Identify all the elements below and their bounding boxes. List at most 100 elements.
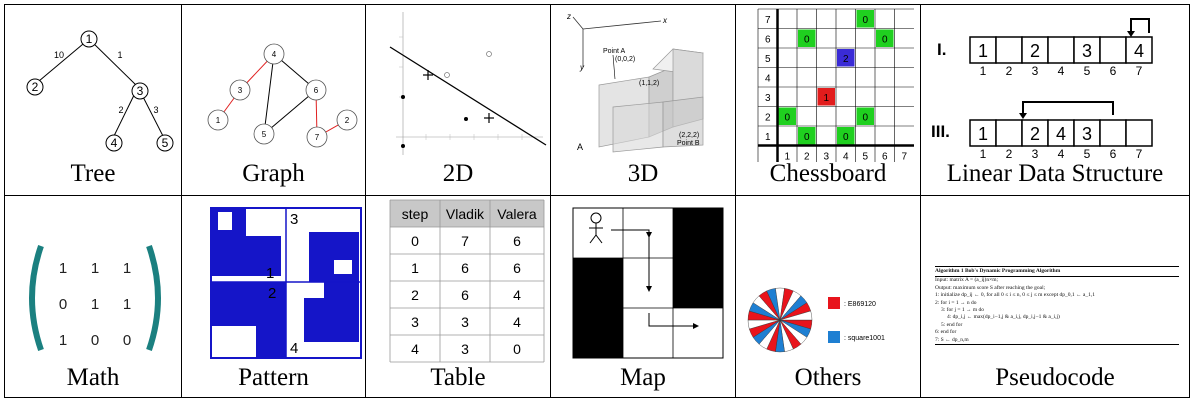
table-cell: 3 <box>461 314 469 330</box>
point-label: Point B <box>677 140 700 147</box>
array-cell <box>995 119 1023 147</box>
matrix-entry: 0 <box>59 296 67 313</box>
table-cell: 7 <box>461 233 469 249</box>
row-label: 4 <box>765 73 771 84</box>
table-cell: 6 <box>461 287 469 303</box>
array-value: 4 <box>1056 124 1066 144</box>
table-cell: 4 <box>411 341 419 357</box>
algorithm-line: 5: end for <box>941 321 963 328</box>
chess-cell-value: 0 <box>882 34 888 45</box>
row-label: 6 <box>765 34 771 45</box>
map-figure <box>572 207 724 359</box>
col-label: 3 <box>823 151 829 162</box>
table-cell: 0 <box>513 341 521 357</box>
matrix-entry: 1 <box>91 260 99 277</box>
table-header-bg <box>390 200 544 227</box>
point-label: (1,1,2) <box>639 80 659 87</box>
row-label: 3 <box>765 93 771 104</box>
matrix-entry: 0 <box>91 332 99 349</box>
legend-swatch <box>828 297 840 309</box>
algorithm-line: 4: dp_i,j ← max(dp_i−1,j & a_i,j, dp_i,j… <box>947 314 1060 321</box>
cell-math: 1 1 1 0 1 1 1 0 0 Math <box>4 195 182 398</box>
array-index: 7 <box>1136 64 1143 78</box>
chess-cell <box>837 49 855 67</box>
row-label: 5 <box>765 54 771 65</box>
algorithm-line: 3: for j = 1 → m do <box>941 307 984 314</box>
chess-cell <box>798 127 816 145</box>
tree-edge-label: 1 <box>117 50 122 60</box>
row-label: I. <box>937 40 946 59</box>
col-label: 5 <box>862 151 868 162</box>
table-cell: 1 <box>411 260 419 276</box>
caption: Chessboard <box>769 160 887 187</box>
caption: Graph <box>242 160 305 187</box>
array-value: 2 <box>1030 41 1040 61</box>
array-index: 2 <box>1006 147 1013 161</box>
chess-cell-value: 0 <box>862 15 868 26</box>
algorithm-line: Output: maximum score S after reaching t… <box>935 284 1046 291</box>
legend-label: : E869120 <box>844 301 876 308</box>
col-label: 1 <box>784 151 790 162</box>
array-value: 3 <box>1082 41 1092 61</box>
pattern-figure: 3 1 2 4 <box>210 207 362 359</box>
cell-pseudocode: Algorithm 1 Bob's Dynamic Programming Al… <box>920 195 1190 398</box>
pattern-label: 1 <box>266 265 274 282</box>
graph-figure: 4 3 6 1 5 7 2 <box>207 43 358 148</box>
point-label: (2,2,2) <box>679 132 699 139</box>
caption: Pseudocode <box>995 364 1115 391</box>
array-index: 5 <box>1084 147 1091 161</box>
caption: Math <box>66 364 120 391</box>
legend-label: : square1001 <box>844 335 885 342</box>
graph-node: 7 <box>315 133 320 142</box>
chess-cell-value: 0 <box>804 132 810 143</box>
array-value: 1 <box>978 124 988 144</box>
caption: Pattern <box>238 364 309 391</box>
caption: Table <box>430 364 486 391</box>
plot2d-figure <box>389 12 547 155</box>
axis-label: y <box>579 63 585 72</box>
chess-cell <box>856 107 874 125</box>
table-cell: 6 <box>513 233 521 249</box>
pattern-label: 4 <box>290 340 298 357</box>
corner-label: A <box>577 142 583 152</box>
graph-node: 1 <box>216 116 221 125</box>
caption: Map <box>620 364 666 391</box>
math-figure: 1 1 1 0 1 1 1 0 0 <box>29 245 161 351</box>
caption: 2D <box>442 160 474 187</box>
chess-cell <box>876 29 894 47</box>
algorithm-line: 6: end for <box>935 329 957 336</box>
tree-edge-label: 10 <box>54 50 64 60</box>
array-cell <box>1099 119 1127 147</box>
figure-grid: 1 2 3 4 5 10 1 2 3 Tree <box>4 4 1190 398</box>
table-header: step <box>402 206 429 222</box>
array-index: 4 <box>1058 147 1065 161</box>
array-value: 1 <box>978 41 988 61</box>
cell-map: Map <box>550 195 736 398</box>
cell-tree: 1 2 3 4 5 10 1 2 3 Tree <box>4 4 182 196</box>
chess-cell <box>856 10 874 28</box>
pie-slice <box>779 310 813 321</box>
array-index: 6 <box>1110 64 1117 78</box>
tree-node: 2 <box>32 80 39 94</box>
table-cell: 2 <box>411 287 419 303</box>
array-value: 3 <box>1082 124 1092 144</box>
col-label: 2 <box>804 151 810 162</box>
cell-2d: 2D <box>365 4 551 196</box>
cell-graph: 4 3 6 1 5 7 2 Graph <box>181 4 366 196</box>
table-cell: 0 <box>411 233 419 249</box>
algorithm-title: Algorithm 1 Bob's Dynamic Programming Al… <box>935 266 1179 278</box>
array-value: 4 <box>1134 41 1144 61</box>
chess-cell-value: 2 <box>843 54 849 65</box>
cell-pattern: 3 1 2 4 Pattern <box>181 195 366 398</box>
table-cell: 3 <box>411 314 419 330</box>
array-index: 3 <box>1032 147 1039 161</box>
algorithm-line: Input: matrix A = (a_ij)n×m; <box>935 277 999 284</box>
algorithm-line: 2: for i = 1 → n do <box>935 299 977 306</box>
graph-node: 6 <box>314 86 319 95</box>
legend-swatch <box>828 331 840 343</box>
algorithm-block: Algorithm 1 Bob's Dynamic Programming Al… <box>935 266 1179 346</box>
table-cell: 4 <box>513 314 521 330</box>
array-value: 2 <box>1030 124 1040 144</box>
